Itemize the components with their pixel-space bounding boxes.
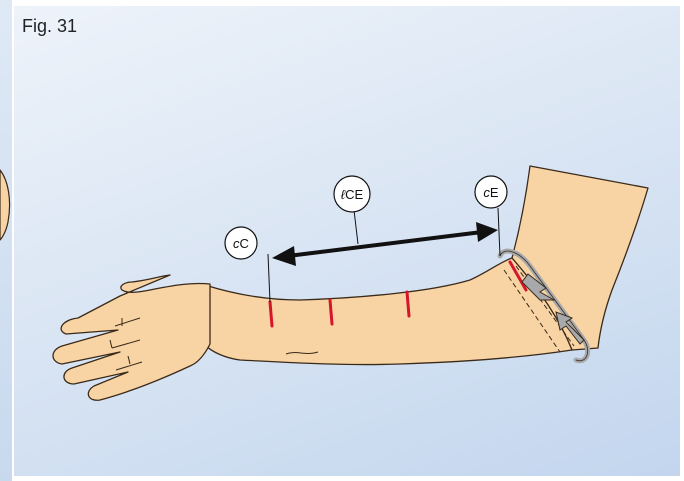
svg-text:cE: cE	[483, 185, 499, 200]
label-cE: cE	[475, 176, 507, 208]
hand	[53, 275, 210, 400]
adjacent-hand-fragment	[0, 170, 10, 240]
label-cC: cC	[225, 227, 257, 259]
svg-text:cC: cC	[233, 236, 249, 251]
length-arrow	[272, 222, 498, 266]
svg-text:ℓCE: ℓCE	[341, 187, 364, 202]
label-lCE: ℓCE	[334, 176, 370, 212]
